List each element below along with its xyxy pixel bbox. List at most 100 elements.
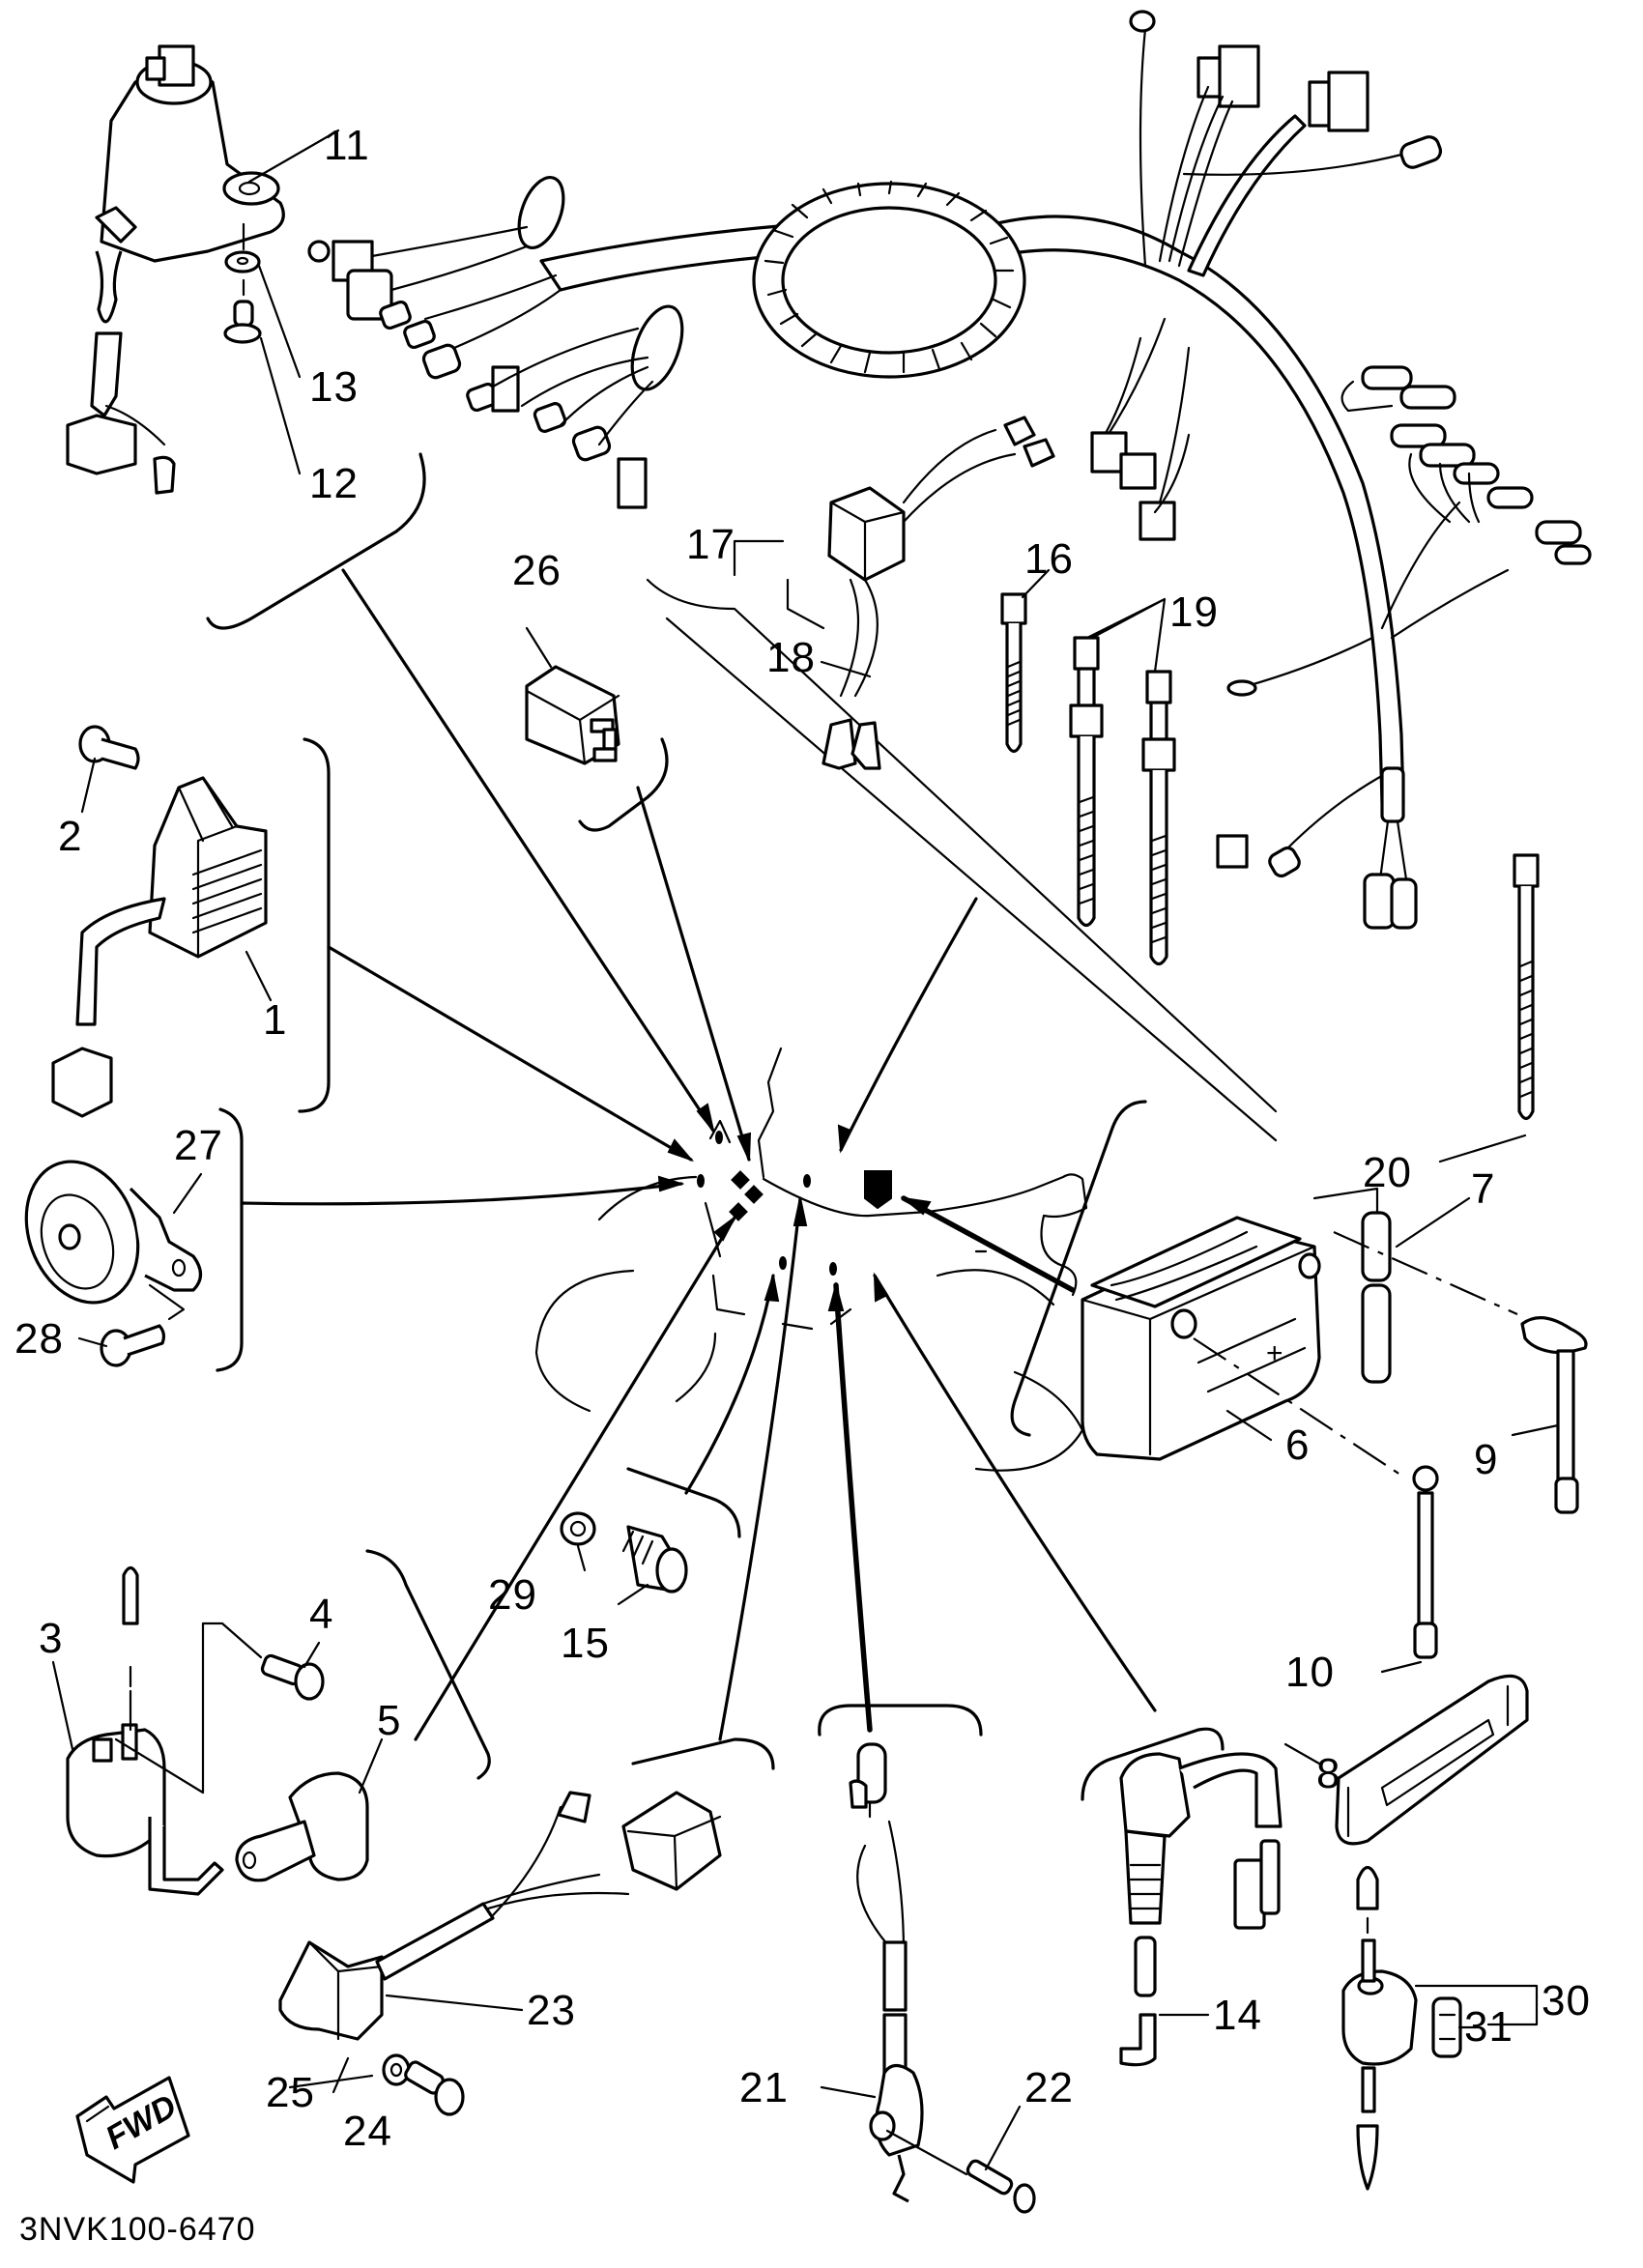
connection-square-3 (729, 1202, 748, 1221)
screw-12[interactable] (223, 300, 262, 344)
arrow-from-11 (341, 568, 715, 1133)
sub-lead-18[interactable] (822, 416, 1055, 770)
part-label-15: 15 (561, 1620, 610, 1667)
arrowhead (793, 1197, 808, 1226)
battery-band-8[interactable] (1335, 1674, 1529, 1846)
neutral-switch-15[interactable] (621, 1525, 688, 1593)
cable-tie-19a[interactable] (1069, 636, 1104, 928)
part-label-31: 31 (1464, 2003, 1513, 2051)
part-label-20: 20 (1363, 1149, 1412, 1196)
arrow-from-1 (327, 945, 693, 1162)
arrow-from-3 (414, 1216, 736, 1741)
screw-4[interactable] (260, 1653, 325, 1701)
arrowhead (696, 1103, 714, 1132)
rear-wheel (974, 1370, 1084, 1472)
part-label-7: 7 (1471, 1165, 1495, 1213)
connection-dot-center (803, 1174, 811, 1188)
part-label-1: 1 (263, 996, 287, 1044)
horn-27[interactable] (8, 1146, 203, 1319)
motorcycle-silhouette (534, 1047, 1088, 1472)
main-switch-11[interactable] (66, 44, 285, 495)
arrowhead (837, 1124, 852, 1154)
arrow-from-27 (240, 1182, 683, 1206)
breather-pipe-7[interactable] (1312, 1187, 1392, 1384)
part-label-12: 12 (309, 460, 359, 507)
bolt-28[interactable] (100, 1283, 186, 1367)
arrow-from-17 (839, 897, 978, 1152)
arrowhead (657, 1175, 685, 1192)
battery-6[interactable]: + (1081, 1216, 1321, 1461)
arrowhead (827, 1281, 845, 1311)
part-label-6: 6 (1285, 1421, 1310, 1469)
bracket-11 (206, 452, 426, 630)
stop-switch-21[interactable] (849, 1742, 924, 2203)
headlight-stem (708, 1119, 732, 1144)
part-label-2: 2 (58, 813, 82, 860)
part-label-8: 8 (1316, 1750, 1340, 1797)
part-label-21: 21 (739, 2064, 789, 2111)
part-label-19: 19 (1169, 589, 1219, 636)
diagram-reference-code: 3NVK100-6470 (19, 2211, 256, 2248)
group-brackets (206, 452, 1278, 1801)
ignitor-unit-23[interactable] (278, 1791, 722, 2041)
washer-13[interactable] (224, 222, 261, 297)
part-label-25: 25 (266, 2069, 315, 2116)
cable-tie-16[interactable] (1000, 592, 1027, 754)
cable-tie-20[interactable] (1513, 853, 1540, 1121)
washer-25[interactable] (382, 2053, 411, 2086)
connection-dot-lower1 (779, 1256, 787, 1270)
fuse-holder-30[interactable] (1341, 1865, 1418, 2191)
part-label-9: 9 (1474, 1436, 1498, 1483)
bracket-26 (578, 737, 669, 832)
part-label-10: 10 (1285, 1649, 1335, 1696)
bolt-24[interactable] (404, 2060, 465, 2116)
cable-tie-19b[interactable] (1141, 670, 1176, 966)
bracket-15 (626, 1467, 741, 1538)
part-labels: 11 13 12 17 26 18 16 19 20 2 1 27 28 7 6… (14, 122, 1591, 2155)
bracket-21 (818, 1704, 983, 1737)
bracket-1 (298, 737, 331, 1113)
arrow-from-23 (718, 1196, 802, 1741)
bracket-27 (216, 1107, 244, 1372)
leader-lines (51, 129, 1560, 2171)
bolt-2[interactable] (78, 725, 140, 770)
spark-plug-lead-14[interactable] (1119, 1752, 1283, 2067)
ignition-coil-3[interactable] (66, 1565, 263, 1896)
part-label-24: 24 (343, 2108, 392, 2155)
bracket-23 (631, 1737, 775, 1770)
wire-harness-17[interactable] (307, 10, 1592, 930)
arrow-from-21 (833, 1282, 873, 1733)
part-label-4: 4 (309, 1591, 333, 1638)
arrowhead (873, 1272, 889, 1303)
part-label-30: 30 (1542, 1977, 1591, 2024)
fuse-31[interactable] (1431, 1996, 1462, 2058)
engine-outline (704, 1201, 852, 1331)
part-label-3: 3 (39, 1615, 63, 1662)
part-label-18: 18 (766, 634, 816, 681)
battery-lead-10[interactable] (1193, 1337, 1439, 1659)
battery-location-marker (864, 1170, 892, 1210)
bracket-17 (646, 578, 1278, 1113)
forward-direction-arrow: FWD (75, 2076, 190, 2184)
rectifier-regulator-1[interactable] (51, 776, 268, 1118)
part-label-17: 17 (686, 521, 735, 568)
spark-plug-cap-5[interactable] (235, 1771, 369, 1882)
arrowhead (764, 1275, 780, 1303)
battery-lead-9[interactable] (1333, 1230, 1588, 1514)
battery-polarity-mark: + (1266, 1337, 1284, 1369)
part-label-28: 28 (14, 1315, 64, 1363)
part-label-5: 5 (377, 1697, 401, 1744)
arrowhead (900, 1196, 932, 1216)
screw-22[interactable] (885, 2129, 1036, 2214)
arrow-from-6 (901, 1195, 1076, 1293)
arrow-from-14 (873, 1274, 1157, 1712)
part-label-11: 11 (324, 122, 370, 169)
bracket-line-harness (665, 617, 1278, 1142)
front-wheel (534, 1269, 635, 1413)
part-label-26: 26 (512, 547, 562, 594)
part-label-14: 14 (1213, 1992, 1262, 2039)
gasket-29[interactable] (560, 1511, 596, 1546)
flasher-relay-26[interactable] (525, 665, 620, 765)
part-label-13: 13 (309, 363, 359, 411)
